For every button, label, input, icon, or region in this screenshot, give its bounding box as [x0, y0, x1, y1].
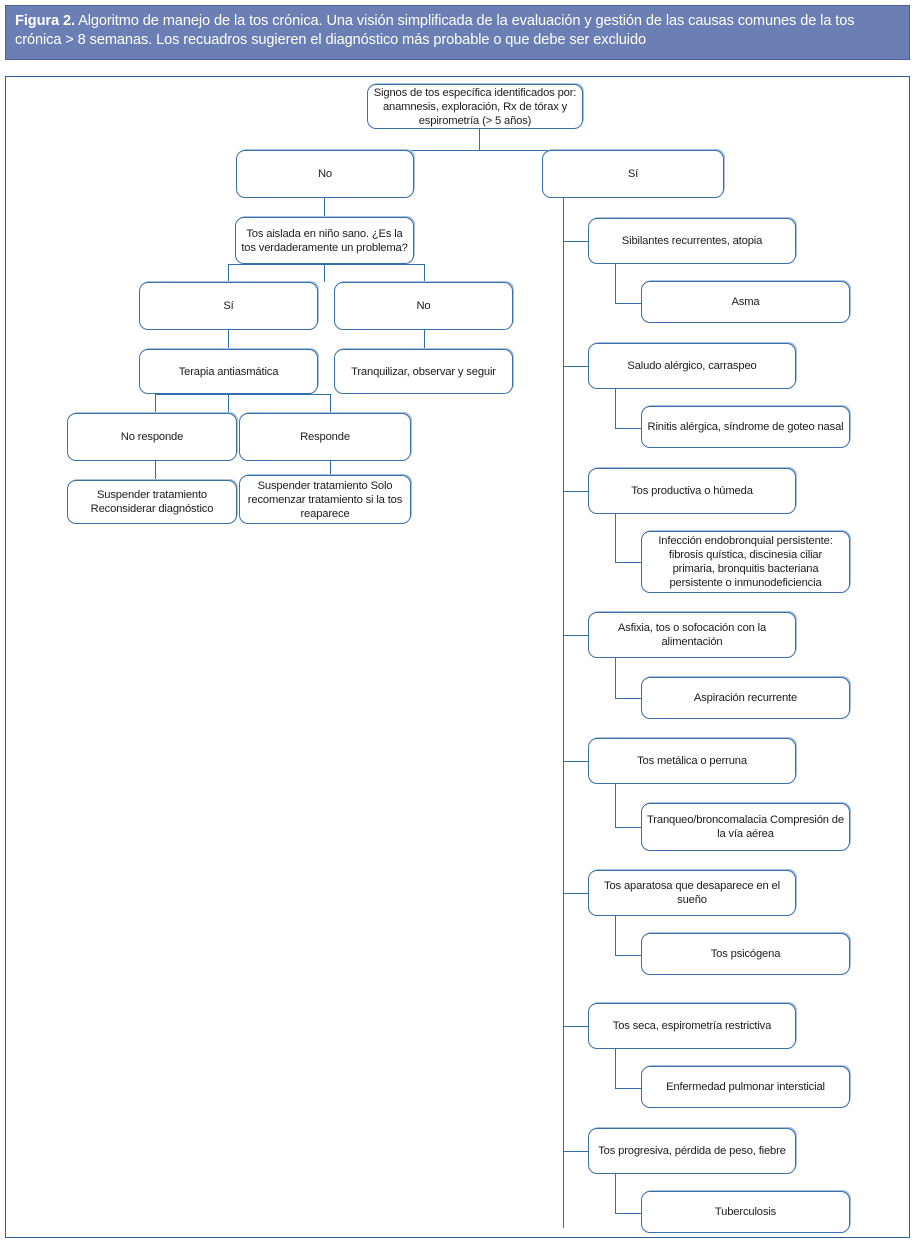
node-sign-1[interactable]: Sibilantes recurrentes, atopia	[588, 218, 796, 264]
node-diagnosis-5[interactable]: Tranqueo/broncomalacia Compresión de la …	[641, 803, 850, 851]
connector-root-down	[479, 129, 480, 150]
connector-response-down	[330, 461, 331, 480]
connector-sign-down-5	[615, 784, 616, 828]
connector-sign-to-dx-8	[615, 1213, 641, 1214]
connector-spine-stub-8	[563, 1151, 588, 1152]
node-stop-restart[interactable]: Suspender tratamiento Solo recomenzar tr…	[239, 475, 411, 524]
connector-sign-to-dx-3	[615, 562, 641, 563]
figure-number: Figura 2.	[15, 13, 75, 29]
node-diagnosis-8[interactable]: Tuberculosis	[641, 1191, 850, 1233]
connector-isolated-split	[228, 264, 424, 265]
connector-to-response	[330, 394, 331, 413]
node-isolated-cough[interactable]: Tos aislada en niño sano. ¿Es la tos ver…	[235, 217, 414, 264]
node-branch-no[interactable]: No	[236, 150, 414, 198]
connector-spine-stub-6	[563, 893, 588, 894]
connector-spine-stub-2	[563, 366, 588, 367]
node-sign-6[interactable]: Tos aparatosa que desaparece en el sueño	[588, 870, 796, 916]
connector-spine-stub-4	[563, 635, 588, 636]
connector-spine-stub-3	[563, 491, 588, 492]
node-sign-3[interactable]: Tos productiva o húmeda	[588, 468, 796, 514]
node-sign-8[interactable]: Tos progresiva, pérdida de peso, fiebre	[588, 1128, 796, 1174]
connector-noresponse-down	[155, 461, 156, 480]
connector-sign-to-dx-2	[615, 428, 641, 429]
connector-sign-down-2	[615, 389, 616, 429]
connector-sign-to-dx-1	[615, 303, 641, 304]
connector-spine-stub-5	[563, 761, 588, 762]
connector-to-no-response	[155, 394, 156, 413]
connector-sign-down-8	[615, 1174, 616, 1214]
node-diagnosis-4[interactable]: Aspiración recurrente	[641, 677, 850, 719]
node-diagnosis-3[interactable]: Infección endobronquial persistente: fib…	[641, 531, 850, 593]
connector-sign-down-6	[615, 916, 616, 956]
connector-si-spine	[563, 198, 564, 1228]
connector-sign-to-dx-7	[615, 1088, 641, 1089]
node-diagnosis-6[interactable]: Tos psicógena	[641, 933, 850, 975]
node-no-response[interactable]: No responde	[67, 413, 237, 461]
node-antiasthma-therapy[interactable]: Terapia antiasmática	[139, 349, 318, 394]
figure-caption-text: Algoritmo de manejo de la tos crónica. U…	[15, 13, 855, 49]
node-sign-7[interactable]: Tos seca, espirometría restrictiva	[588, 1003, 796, 1049]
node-sign-4[interactable]: Asfixia, tos o sofocación con la aliment…	[588, 612, 796, 658]
connector-sign-down-1	[615, 264, 616, 304]
node-isolated-no[interactable]: No	[334, 282, 513, 330]
node-diagnosis-1[interactable]: Asma	[641, 281, 850, 323]
node-stop-reconsider[interactable]: Suspender tratamiento Reconsiderar diagn…	[67, 480, 237, 524]
figure-caption: Figura 2. Algoritmo de manejo de la tos …	[5, 5, 910, 60]
node-branch-si[interactable]: Sí	[542, 150, 724, 198]
connector-sign-down-3	[615, 514, 616, 563]
node-reassure[interactable]: Tranquilizar, observar y seguir	[334, 349, 513, 394]
connector-no-down	[324, 198, 325, 218]
connector-spine-stub-1	[563, 241, 588, 242]
node-response[interactable]: Responde	[239, 413, 411, 461]
connector-sign-down-7	[615, 1049, 616, 1089]
connector-sign-to-dx-5	[615, 827, 641, 828]
connector-sign-to-dx-6	[615, 955, 641, 956]
connector-no2-to-reassure	[424, 330, 425, 349]
connector-therapy-split	[155, 394, 330, 395]
connector-therapy-down	[228, 394, 229, 413]
node-isolated-yes[interactable]: Sí	[139, 282, 318, 330]
node-sign-2[interactable]: Saludo alérgico, carraspeo	[588, 343, 796, 389]
connector-root-split	[324, 150, 634, 151]
connector-spine-stub-7	[563, 1026, 588, 1027]
diagram-frame: Signos de tos específica identificados p…	[5, 76, 910, 1238]
connector-sign-to-dx-4	[615, 698, 641, 699]
connector-sign-down-4	[615, 658, 616, 699]
connector-to-isolated-no	[424, 264, 425, 282]
connector-isolated-down	[324, 264, 325, 282]
node-root[interactable]: Signos de tos específica identificados p…	[367, 84, 583, 129]
node-sign-5[interactable]: Tos metálica o perruna	[588, 738, 796, 784]
connector-to-isolated-yes	[228, 264, 229, 282]
node-diagnosis-7[interactable]: Enfermedad pulmonar intersticial	[641, 1066, 850, 1108]
node-diagnosis-2[interactable]: Rinitis alérgica, síndrome de goteo nasa…	[641, 406, 850, 448]
connector-yes-to-therapy	[228, 330, 229, 349]
